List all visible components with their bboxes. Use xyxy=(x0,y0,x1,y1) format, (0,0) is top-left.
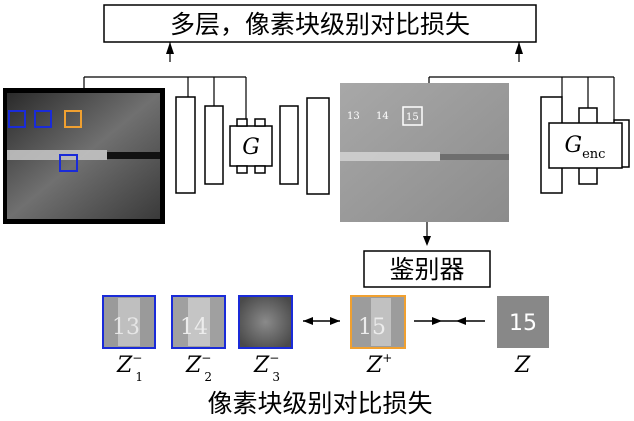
patch-z-target: 15 xyxy=(497,296,549,348)
label-z-target: Z xyxy=(514,353,531,378)
patch-z-target-text: 15 xyxy=(509,311,537,336)
output-image: 13 14 15 xyxy=(340,83,509,222)
discriminator-box: 鉴别器 xyxy=(363,250,491,288)
generator-box xyxy=(229,125,273,167)
patch-z1-neg: 13 xyxy=(102,295,156,349)
output-image-text-2: 14 xyxy=(376,111,389,122)
discriminator-label: 鉴别器 xyxy=(389,255,464,284)
label-z3-neg: Z−3 xyxy=(253,351,280,384)
encoder-box xyxy=(548,122,623,169)
output-positive-box xyxy=(402,106,423,126)
left-connector-lines xyxy=(83,42,247,126)
encoder-symbol: Genc xyxy=(565,133,606,162)
encoder-layer-1 xyxy=(175,96,196,194)
right-connector-lines xyxy=(428,42,615,120)
positive-patch-box xyxy=(64,110,82,128)
decoder-layer-2 xyxy=(306,97,330,195)
input-image xyxy=(3,88,165,224)
patch-z3-neg xyxy=(238,295,293,349)
decoder-layer-1 xyxy=(279,105,299,185)
encoder xyxy=(540,96,630,194)
encoder-layer-2 xyxy=(204,105,224,185)
patch-z2-text: 14 xyxy=(180,315,208,340)
top-loss-label: 多层，像素块级别对比损失 xyxy=(170,10,470,39)
bottom-loss-label: 像素块级别对比损失 xyxy=(207,389,432,418)
negative-patch-box-1 xyxy=(8,110,26,128)
label-z2-neg: Z−2 xyxy=(185,351,212,384)
negative-patch-box-2 xyxy=(34,110,52,128)
discriminator-arrow xyxy=(423,222,431,246)
label-z1-neg: Z−1 xyxy=(116,351,143,384)
generator xyxy=(175,96,330,195)
patch-z2-neg: 14 xyxy=(171,295,226,349)
negative-patch-box-3 xyxy=(59,154,78,172)
patch-z-pos: 15 xyxy=(350,295,406,349)
output-image-text-1: 13 xyxy=(347,111,360,122)
patch-zpos-text: 15 xyxy=(358,315,386,340)
contrast-arrows xyxy=(303,317,485,325)
generator-symbol: G xyxy=(242,135,260,160)
label-z-pos: Z+ xyxy=(366,351,392,378)
output-image-text-3: 15 xyxy=(406,112,419,123)
top-loss-box: 多层，像素块级别对比损失 xyxy=(103,4,537,43)
patch-z1-text: 13 xyxy=(112,315,140,340)
